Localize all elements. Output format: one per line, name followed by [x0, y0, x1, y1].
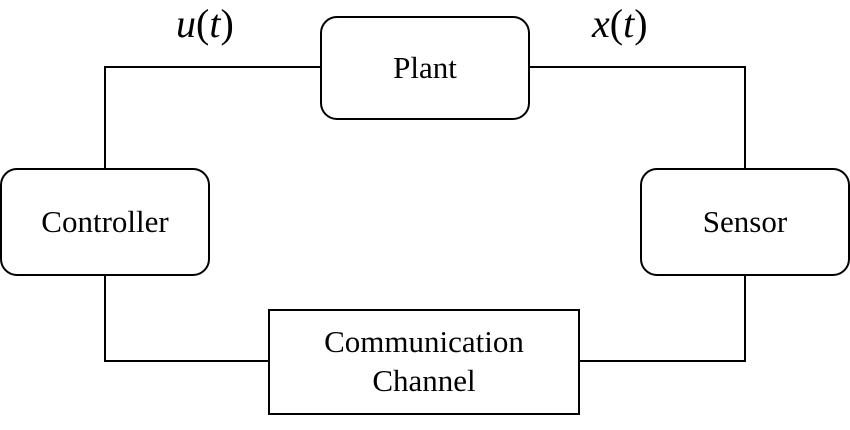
wire-right-lower [744, 274, 746, 362]
control-input-argument: t [209, 1, 221, 46]
controller-block: Controller [0, 168, 210, 276]
state-argument: t [623, 1, 635, 46]
wire-left-upper [104, 66, 106, 170]
state-variable: x [592, 1, 610, 46]
wire-right-upper [744, 66, 746, 170]
control-input-signal-label: u(t) [176, 4, 234, 44]
communication-channel-block: Communication Channel [268, 309, 580, 415]
wire-plant-to-sensor-top [528, 66, 746, 68]
plant-block: Plant [320, 16, 530, 120]
wire-channel-to-sensor-bottom [578, 360, 746, 362]
wire-controller-to-channel-bottom [104, 360, 270, 362]
open-paren: ( [609, 1, 624, 46]
open-paren: ( [196, 1, 210, 46]
control-input-variable: u [176, 1, 196, 46]
sensor-label: Sensor [702, 203, 788, 239]
sensor-block: Sensor [640, 168, 850, 276]
close-paren: ) [220, 1, 234, 46]
wire-left-lower [104, 274, 106, 362]
communication-channel-label: Communication Channel [324, 324, 524, 398]
state-signal-label: x(t) [592, 4, 648, 44]
wire-controller-to-plant-top [104, 66, 322, 68]
controller-label: Controller [41, 203, 169, 239]
close-paren: ) [634, 1, 648, 46]
plant-label: Plant [393, 49, 457, 85]
